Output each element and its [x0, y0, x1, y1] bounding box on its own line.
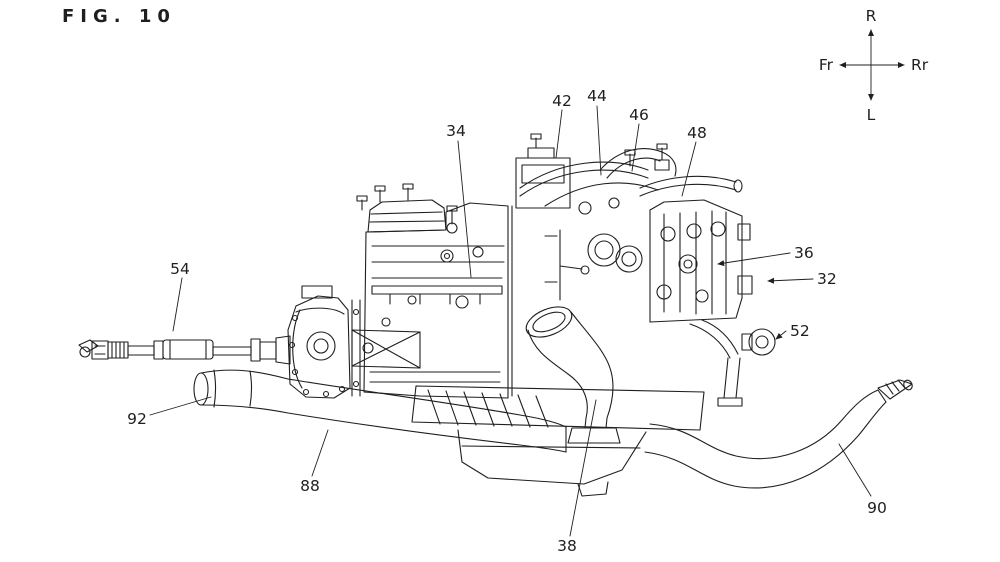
compass-right-label: Rr	[911, 56, 929, 74]
ref-label-46: 46	[629, 106, 649, 124]
reference-numerals: 54 34 42 44 46 48 36 32 52 92 88 38 90	[127, 87, 887, 555]
exhaust-pipe-left	[193, 369, 567, 453]
ref-label-52: 52	[790, 322, 810, 340]
ref-label-42: 42	[552, 92, 572, 110]
leader-46	[631, 123, 640, 172]
leader-88	[311, 429, 329, 477]
leader-32	[767, 277, 814, 284]
ref-label-44: 44	[587, 87, 607, 105]
leader-lines	[149, 105, 872, 537]
leader-90	[838, 443, 872, 497]
leader-36	[717, 252, 791, 267]
leader-92	[149, 396, 212, 416]
ref-label-48: 48	[687, 124, 707, 142]
leader-48	[681, 141, 697, 197]
figure-title: FIG. 10	[62, 6, 176, 27]
side-component-52	[741, 328, 776, 356]
right-bracket	[689, 319, 743, 407]
exhaust-pipe-right	[644, 379, 913, 489]
ref-label-92: 92	[127, 410, 147, 428]
leader-44	[596, 105, 602, 176]
ref-label-38: 38	[557, 537, 577, 555]
transmission-housing	[287, 285, 361, 399]
leader-38	[569, 399, 597, 537]
leader-54	[172, 277, 183, 332]
throttle-body	[544, 229, 643, 301]
ref-label-90: 90	[867, 499, 887, 517]
ref-label-34: 34	[446, 122, 466, 140]
compass-up-label: R	[866, 7, 877, 25]
ref-label-54: 54	[170, 260, 190, 278]
left-valve-cover	[356, 183, 458, 234]
orientation-compass: R L Fr Rr	[819, 7, 929, 124]
ref-label-88: 88	[300, 477, 320, 495]
lower-crankcase	[411, 385, 705, 497]
propeller-shaft	[78, 335, 291, 365]
air-intake-duct	[525, 306, 621, 444]
right-cylinder-block	[624, 143, 753, 323]
leader-52	[775, 330, 787, 340]
engine-assembly-drawing	[78, 133, 913, 497]
ref-label-32: 32	[817, 270, 837, 288]
engine-block	[351, 202, 509, 399]
leader-42	[555, 109, 563, 159]
compass-left-label: Fr	[819, 56, 834, 74]
leader-34	[457, 140, 472, 278]
ref-label-36: 36	[794, 244, 814, 262]
compass-down-label: L	[867, 106, 876, 124]
intake-manifold	[511, 133, 677, 397]
